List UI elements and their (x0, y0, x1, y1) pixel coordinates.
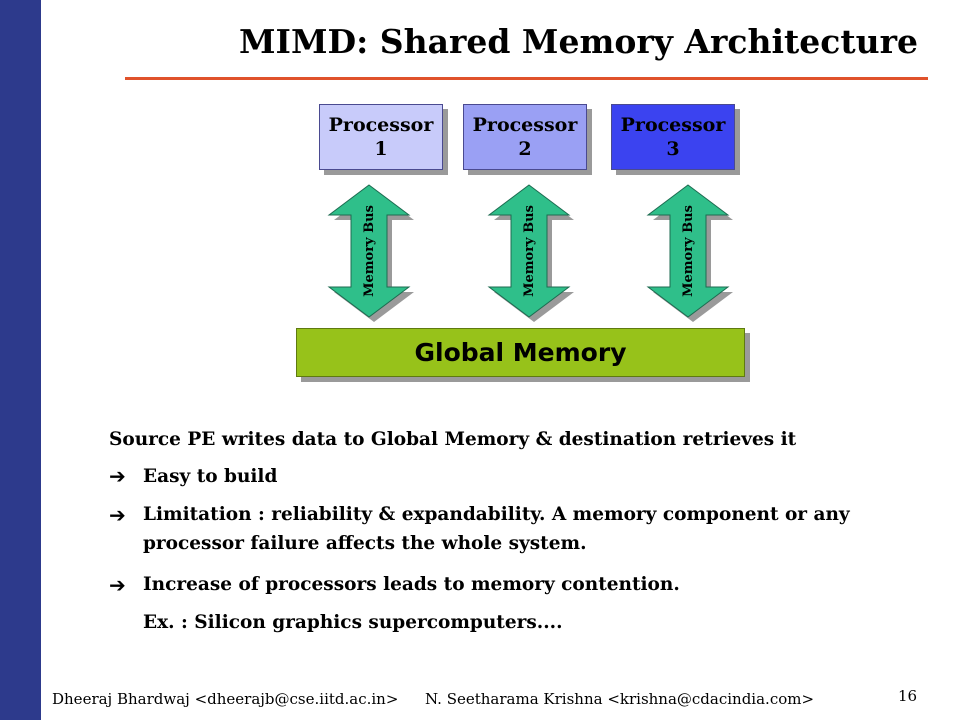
intro-text: Source PE writes data to Global Memory &… (109, 429, 797, 450)
page-number: 16 (898, 687, 918, 705)
arrow-bullet-icon: ➔ (109, 573, 126, 597)
processor-1-number: 1 (374, 138, 388, 160)
example-text: Ex. : Silicon graphics supercomputers...… (143, 612, 563, 633)
memory-bus-label-1: Memory Bus (362, 205, 377, 297)
title-underline (125, 77, 928, 80)
global-memory-box: Global Memory (296, 328, 745, 377)
bullet-1: Easy to build (143, 466, 278, 487)
memory-bus-label-2: Memory Bus (522, 205, 537, 297)
processor-3-label: Processor (620, 114, 726, 136)
processor-1-label: Processor (328, 114, 434, 136)
memory-bus-arrow-1 (327, 184, 411, 318)
processor-1-box: Processor 1 (319, 104, 443, 170)
slide-title: MIMD: Shared Memory Architecture (239, 22, 918, 61)
processor-2-label: Processor (472, 114, 578, 136)
memory-bus-label-3: Memory Bus (681, 205, 696, 297)
processor-3-number: 3 (666, 138, 680, 160)
arrow-bullet-icon: ➔ (109, 503, 126, 527)
processor-2-number: 2 (518, 138, 532, 160)
arrow-bullet-icon: ➔ (109, 464, 126, 488)
footer-author-2: N. Seetharama Krishna <krishna@cdacindia… (425, 690, 815, 708)
bullet-3: Increase of processors leads to memory c… (143, 574, 680, 595)
bullet-2: Limitation : reliability & expandability… (143, 504, 850, 554)
processor-2-box: Processor 2 (463, 104, 587, 170)
memory-bus-arrow-3 (646, 184, 730, 318)
footer-author-1: Dheeraj Bhardwaj <dheerajb@cse.iitd.ac.i… (52, 690, 399, 708)
left-accent-bar (0, 0, 41, 720)
processor-3-box: Processor 3 (611, 104, 735, 170)
memory-bus-arrow-2 (487, 184, 571, 318)
